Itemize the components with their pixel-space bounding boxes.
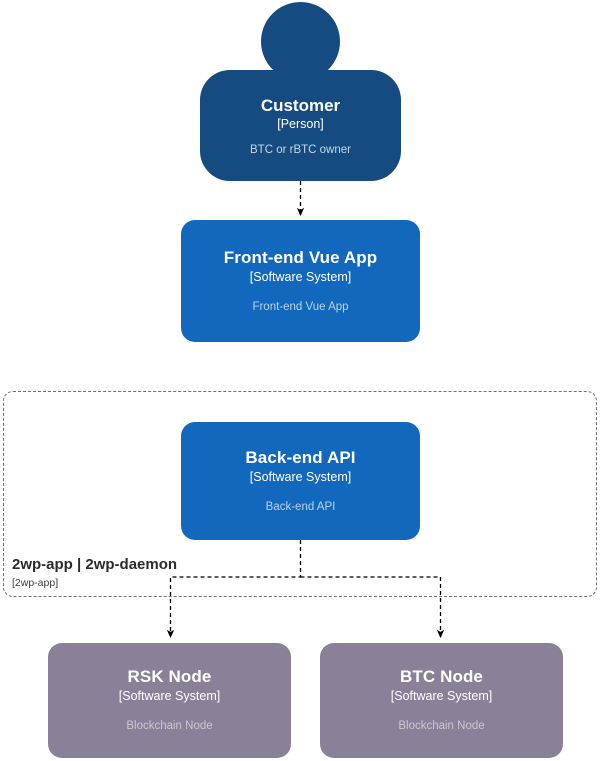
node-btc-node-tech: [Software System] — [390, 689, 493, 704]
boundary-2wp-app — [3, 391, 597, 597]
node-frontend-vue-app-tech: [Software System] — [249, 269, 352, 284]
node-customer[interactable]: Customer [Person] BTC or rBTC owner — [200, 2, 401, 181]
node-btc-node[interactable]: BTC Node [Software System] Blockchain No… — [320, 643, 563, 758]
node-btc-node-description: Blockchain Node — [398, 720, 485, 733]
node-frontend-vue-app[interactable]: Front-end Vue App [Software System] Fron… — [181, 220, 420, 342]
node-customer-tech: [Person] — [277, 116, 324, 131]
node-rsk-node-description: Blockchain Node — [126, 720, 213, 733]
node-customer-title: Customer — [260, 95, 341, 115]
node-frontend-vue-app-title: Front-end Vue App — [223, 247, 378, 267]
node-rsk-node-title: RSK Node — [127, 667, 212, 687]
boundary-2wp-app-label: 2wp-app | 2wp-daemon [2wp-app] — [12, 556, 177, 590]
node-backend-api-title: Back-end API — [245, 447, 356, 467]
boundary-tech: [2wp-app] — [12, 576, 59, 589]
node-backend-api-description: Back-end API — [265, 500, 336, 513]
person-body: Customer [Person] BTC or rBTC owner — [200, 70, 401, 181]
person-head-icon — [261, 2, 340, 81]
node-backend-api-tech: [Software System] — [249, 469, 352, 484]
node-backend-api[interactable]: Back-end API [Software System] Back-end … — [181, 422, 420, 540]
node-btc-node-title: BTC Node — [400, 667, 483, 687]
node-rsk-node-tech: [Software System] — [118, 689, 221, 704]
node-frontend-vue-app-description: Front-end Vue App — [252, 300, 349, 313]
node-customer-description: BTC or rBTC owner — [250, 143, 351, 156]
boundary-title: 2wp-app | 2wp-daemon — [12, 556, 178, 573]
node-rsk-node[interactable]: RSK Node [Software System] Blockchain No… — [48, 643, 291, 758]
